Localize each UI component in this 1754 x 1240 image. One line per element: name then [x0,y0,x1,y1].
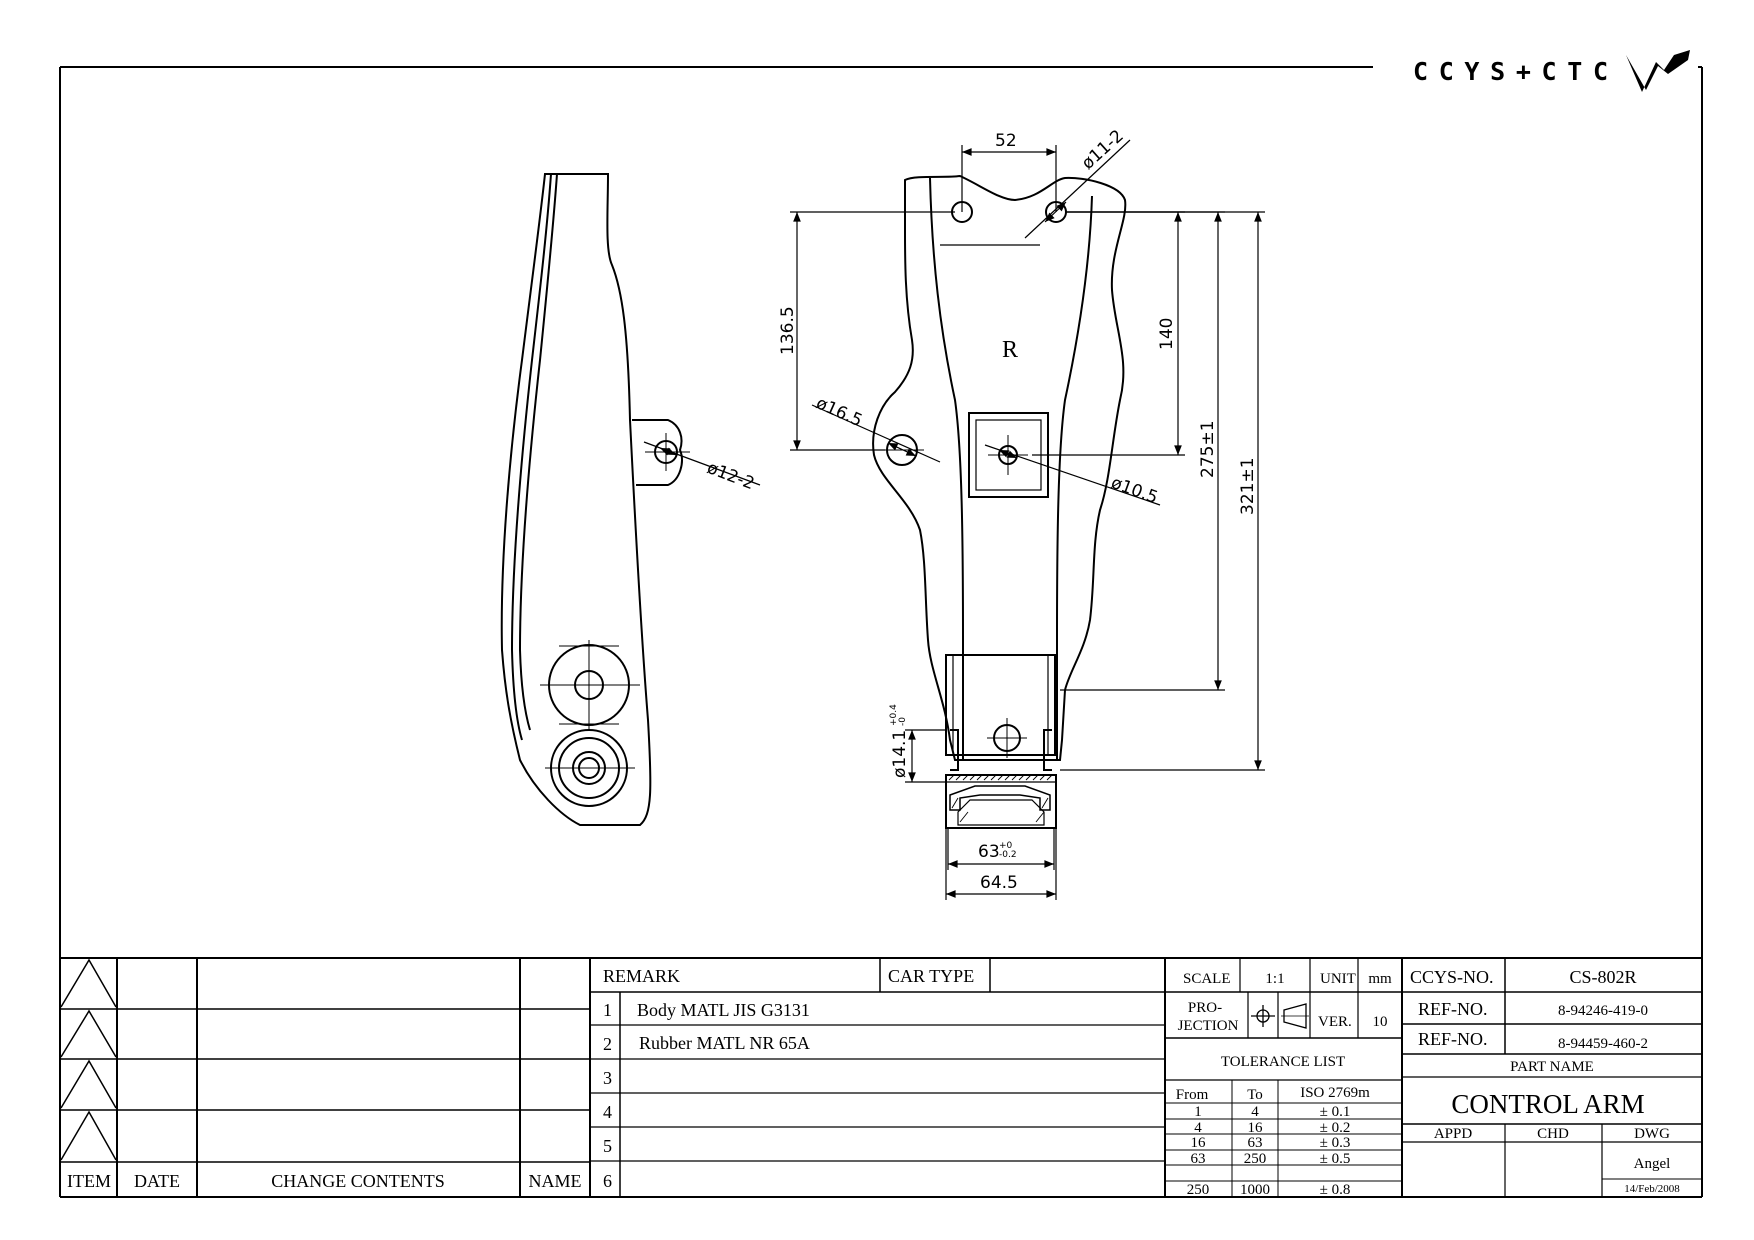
dim-label-d165: ø16.5 [813,393,865,431]
tol-header-iso: ISO 2769m [1300,1085,1370,1101]
tol-to: 63 [1248,1135,1263,1151]
side-label-r: R [1002,337,1018,363]
ref2-label: REF-NO. [1418,1029,1488,1049]
dim-label-d63: 63 [978,842,1000,862]
dwg-label: DWG [1634,1126,1670,1142]
dwg-name: Angel [1634,1156,1671,1172]
dim-label-d321: 321±1 [1238,457,1258,515]
side-view [500,173,690,826]
tol-from: 4 [1194,1120,1202,1136]
projection-label-1: PRO- [1188,1000,1222,1016]
tol-from: 1 [1194,1104,1202,1120]
logo-emblem-icon [1626,50,1690,92]
tol-from: 63 [1191,1151,1206,1167]
dim-label-d275: 275±1 [1198,420,1218,478]
remark-row-number: 5 [603,1136,612,1156]
sheet-border [59,66,1703,1198]
ref1-label: REF-NO. [1418,999,1488,1019]
dim-label-d140: 140 [1157,318,1177,350]
appd-label: APPD [1434,1126,1473,1142]
dim-tol-d63-dn: -0.2 [999,850,1017,860]
tol-header-from: From [1176,1087,1209,1103]
remark-header: REMARK [603,966,680,986]
unit-label: UNIT [1320,971,1356,987]
tol-value: ± 0.3 [1320,1135,1351,1151]
company-logo: CCYS+CTC [1413,50,1690,92]
dim-label-d141-group: ø14.1 +0.4 -0 [889,704,910,778]
remark-row-number: 6 [603,1171,612,1191]
dim-label-d63-group: 63 +0 -0.2 [978,841,1017,862]
tol-to: 16 [1248,1120,1264,1136]
front-dimensions [790,139,1265,900]
ref2-value: 8-94459-460-2 [1558,1036,1648,1052]
ver-label: VER. [1318,1014,1352,1030]
unit-value: mm [1368,971,1392,987]
remark-row-number: 3 [603,1068,612,1088]
title-block-lines [60,957,1702,1197]
dim-tol-d63-up: +0 [999,841,1013,851]
chd-label: CHD [1537,1126,1569,1142]
tol-to: 250 [1244,1151,1267,1167]
dim-label-d645: 64.5 [980,873,1018,893]
tol-to: 4 [1251,1104,1259,1120]
ver-value: 10 [1373,1014,1388,1030]
section-hatch [948,774,1053,823]
rev-header-change: CHANGE CONTENTS [271,1171,445,1191]
remark-row-text: Rubber MATL NR 65A [639,1033,810,1053]
rev-header-item: ITEM [67,1171,111,1191]
tol-value: ± 0.2 [1320,1120,1351,1136]
dim-label-d12: ø12-2 [704,458,757,494]
dim-tol-d141-up: +0.4 [889,704,899,726]
remark-row-number: 2 [603,1034,612,1054]
tol-value: ± 0.1 [1320,1104,1351,1120]
projection-symbol-icon [1251,1003,1309,1029]
dwg-date: 14/Feb/2008 [1624,1183,1680,1195]
ref1-value: 8-94246-419-0 [1558,1003,1648,1019]
dim-label-d105: ø10.5 [1108,473,1160,508]
tol-value: ± 0.5 [1320,1151,1351,1167]
ccys-value: CS-802R [1569,967,1636,987]
dim-side-hole [643,441,761,486]
part-name: CONTROL ARM [1451,1089,1644,1119]
scale-label: SCALE [1183,971,1231,987]
car-type-label: CAR TYPE [888,966,974,986]
remark-row-number: 4 [603,1102,612,1122]
tol-header-to: To [1247,1087,1263,1103]
tol-to: 1000 [1240,1182,1270,1198]
rev-header-date: DATE [134,1171,180,1191]
tol-from: 16 [1191,1135,1207,1151]
dim-label-d141: ø14.1 [890,730,910,778]
dim-label-d11: ø11-2 [1078,126,1128,174]
ccys-label: CCYS-NO. [1410,967,1494,987]
projection-label-2: JECTION [1178,1018,1239,1034]
tolerance-title: TOLERANCE LIST [1221,1054,1345,1070]
svg-text:CCYS+CTC: CCYS+CTC [1413,57,1611,86]
dim-label-d52: 52 [995,131,1017,151]
dim-tol-d141-dn: -0 [898,717,908,726]
scale-value: 1:1 [1265,971,1284,987]
tol-value: ± 0.8 [1320,1182,1351,1198]
tol-from: 250 [1187,1182,1210,1198]
remark-row-number: 1 [603,1000,612,1020]
rev-header-name: NAME [529,1171,582,1191]
part-name-label: PART NAME [1510,1059,1594,1075]
dim-label-d1365: 136.5 [778,306,798,355]
remark-row-text: Body MATL JIS G3131 [637,1000,810,1020]
